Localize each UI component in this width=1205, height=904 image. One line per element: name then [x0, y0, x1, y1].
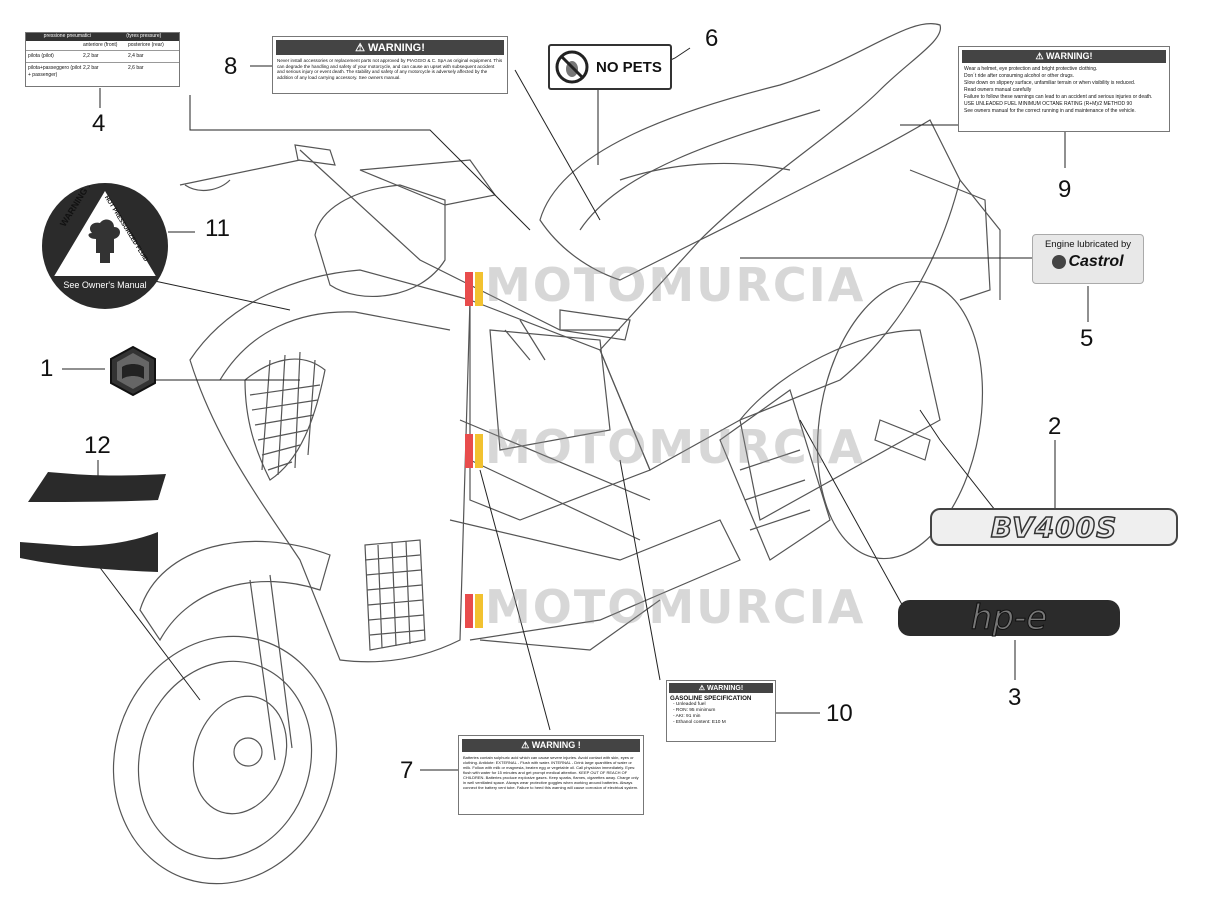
callout-7: 7	[400, 757, 414, 784]
tyre-header-en: (tyres pressure)	[126, 33, 162, 39]
castrol-brand: Castrol	[1068, 253, 1124, 270]
headlight	[314, 184, 446, 297]
no-pets-label: NO PETS	[548, 44, 672, 90]
hpe-badge: hp-e	[898, 598, 1120, 639]
seat	[539, 23, 941, 281]
tyre-row-who: pilota+passeggero (pilot + passenger)	[28, 65, 82, 78]
gasoline-spec-label: ⚠ WARNING! GASOLINE SPECIFICATION - Unle…	[666, 680, 776, 742]
callout-9: 9	[1058, 176, 1072, 203]
gasoline-line: - Ethanol content: E10 M	[673, 720, 726, 725]
tyre-header-it: pressione pneumatici	[43, 33, 91, 39]
callout-8: 8	[224, 53, 238, 80]
tyre-col-front: anteriore (front)	[83, 42, 118, 48]
callout-1: 1	[40, 355, 54, 382]
warning-line: Read owners manual carefully	[964, 87, 1032, 93]
warning-title: ⚠ WARNING!	[669, 683, 773, 693]
battery-warning-label: ⚠ WARNING ! Batteries contain sulphuric …	[458, 735, 644, 815]
warning-line: Failure to follow these warnings can lea…	[964, 94, 1153, 100]
tyre-row-front: 2,2 bar	[83, 53, 99, 59]
front-shield	[189, 269, 471, 663]
warning-triangle-icon	[54, 191, 156, 276]
piaggio-emblem-icon	[110, 345, 156, 397]
leader-2	[919, 409, 1056, 511]
hpe-text: hp-e	[970, 598, 1048, 639]
castrol-logo-icon	[1052, 255, 1067, 269]
tyre-row-rear: 2,6 bar	[128, 65, 144, 71]
gasoline-heading: GASOLINE SPECIFICATION	[670, 695, 752, 702]
leader-8	[189, 65, 531, 231]
callout-11: 11	[205, 215, 230, 242]
warning-title: ⚠ WARNING!	[962, 50, 1166, 63]
leader-1	[62, 368, 300, 381]
watermark-middle: MOTOMURCIA	[465, 420, 865, 474]
warning-line: Wear a helmet, eye protection and bright…	[964, 66, 1098, 72]
warning-line: Slow down on slippery surface, unfamilia…	[964, 80, 1136, 86]
warning-text: Never install accessories or replacement…	[277, 58, 503, 80]
callout-12: 12	[84, 432, 111, 459]
callout-2: 2	[1048, 413, 1062, 440]
no-pets-icon	[555, 50, 589, 84]
brake-disc	[192, 695, 288, 815]
castrol-label: Engine lubricated by Castrol	[1032, 234, 1144, 284]
callout-4: 4	[92, 110, 106, 137]
watermark-bottom: MOTOMURCIA	[465, 580, 865, 634]
gasoline-line: - Unleaded fuel	[673, 702, 706, 707]
callout-6: 6	[705, 25, 719, 52]
warning-line: USE UNLEADED FUEL MINIMUM OCTANE RATING …	[964, 101, 1133, 107]
hot-fluid-bottom-text: See Owner's Manual	[63, 280, 147, 290]
accessories-warning-label: ⚠ WARNING! Never install accessories or …	[272, 36, 508, 94]
leader-11	[149, 231, 291, 311]
watermark-top: MOTOMURCIA	[465, 258, 865, 312]
front-wheel	[112, 635, 338, 885]
tyre-pressure-label: pressione pneumatici (tyres pressure) an…	[25, 32, 180, 87]
gasoline-line: - RON: 95 minimum	[673, 708, 716, 713]
rider-warning-label: ⚠ WARNING! Wear a helmet, eye protection…	[958, 46, 1170, 132]
warning-text: Batteries contain sulphuric acid which c…	[463, 755, 639, 790]
warning-line: Don´t ride after consuming alcohol or ot…	[964, 73, 1075, 79]
tyre-row-who: pilota (pilot)	[28, 53, 54, 59]
hot-fluid-label: WARNING ! HOT PRESSURIZED FLUID See Owne…	[42, 183, 168, 309]
footboard-strips	[20, 472, 166, 572]
callout-5: 5	[1080, 325, 1094, 352]
warning-title: ⚠ WARNING !	[462, 739, 640, 752]
leader-7	[420, 469, 551, 771]
gasoline-line: - AKI: 91 min	[673, 714, 701, 719]
warning-line: See owners manual for the correct runnin…	[964, 108, 1136, 114]
leader-5	[740, 257, 1089, 322]
leader-3	[799, 419, 1016, 680]
castrol-top-text: Engine lubricated by	[1044, 239, 1132, 250]
callout-10: 10	[826, 700, 853, 727]
bv400s-text: BV400S	[990, 510, 1118, 545]
leader-8b	[514, 69, 601, 221]
handlebar	[179, 149, 620, 331]
front-grille	[244, 358, 326, 481]
no-pets-text: NO PETS	[596, 58, 662, 76]
tyre-col-rear: posteriore (rear)	[128, 42, 164, 48]
engine-case	[739, 329, 941, 521]
bv400s-badge: BV400S	[930, 508, 1178, 546]
tyre-row-front: 2,2 bar	[83, 65, 99, 71]
leader-9	[900, 124, 1066, 168]
leader-10	[619, 459, 820, 714]
warning-title: ⚠ WARNING!	[276, 40, 504, 55]
tyre-row-rear: 2,4 bar	[128, 53, 144, 59]
callout-3: 3	[1008, 684, 1022, 711]
